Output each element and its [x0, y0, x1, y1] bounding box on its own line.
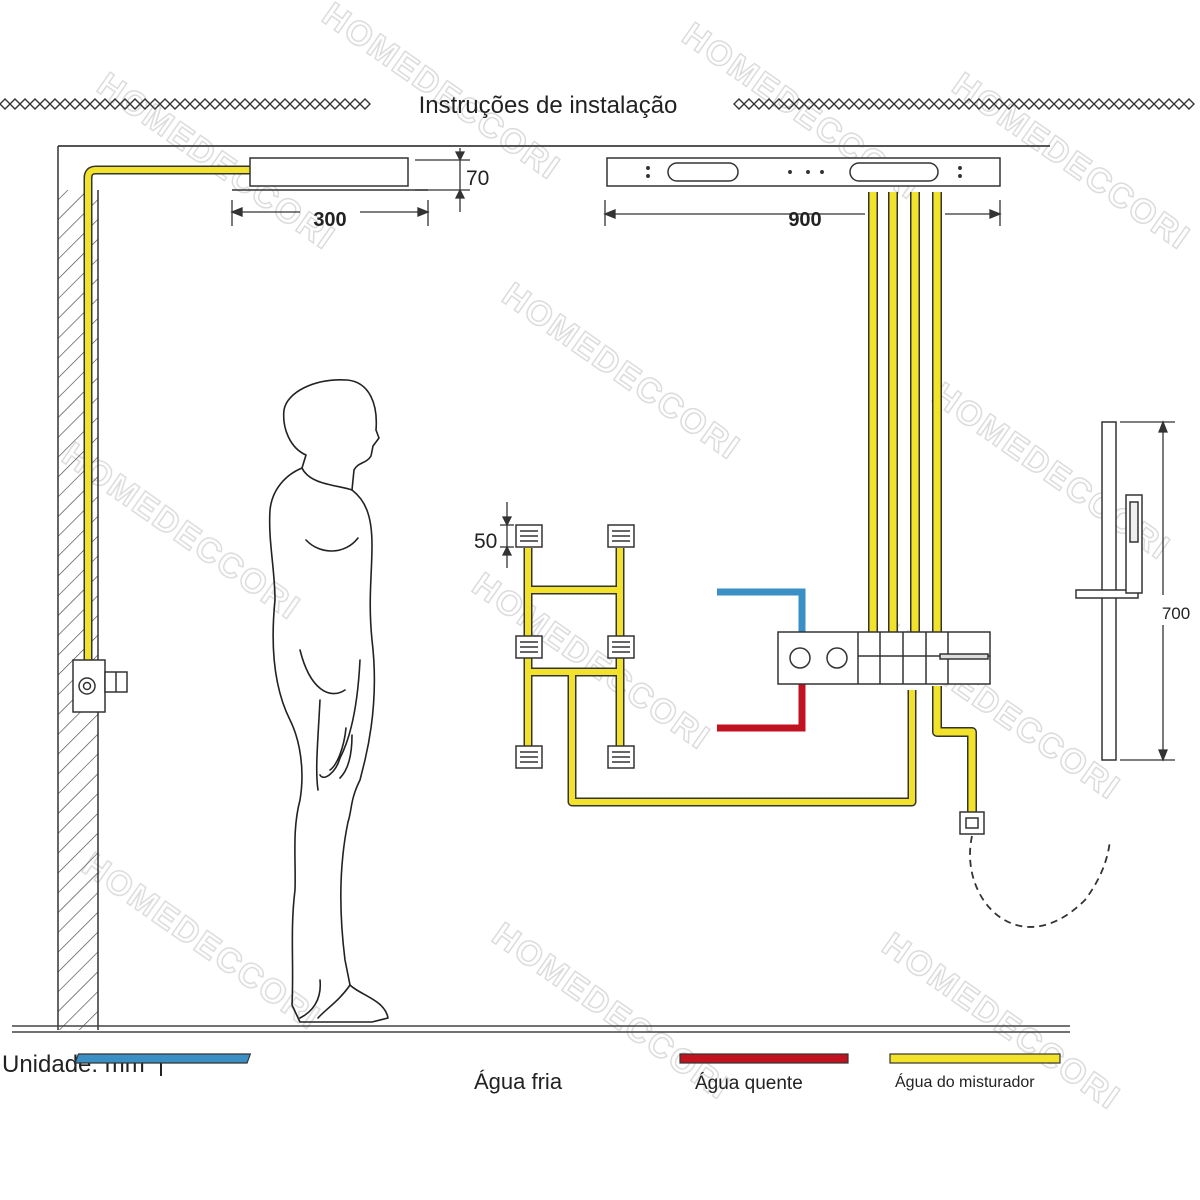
- legend-label-cold: Água fria: [474, 1069, 563, 1094]
- human-figure: [268, 379, 389, 1023]
- dim-50: [500, 502, 514, 568]
- legend-item-cold: Água fria: [74, 1053, 563, 1094]
- legend: Água fria Água quente Água do misturador: [74, 1053, 1061, 1094]
- dim-300: [230, 200, 430, 226]
- rain-panel-small: [232, 157, 428, 191]
- dim-50-label: 50: [474, 530, 497, 553]
- body-jet-nozzle: [607, 524, 635, 548]
- hot-water-pipe: [717, 684, 806, 732]
- dim-700-label: 700: [1162, 604, 1190, 623]
- watermark-text: HOMEDECCORI: [495, 275, 747, 467]
- page-title: Instruções de instalação: [419, 92, 678, 119]
- body-jet-nozzles: [515, 524, 635, 769]
- header-border: [0, 98, 1195, 110]
- mix-pipes-vertical: [868, 192, 942, 640]
- slide-bar: [1075, 421, 1143, 761]
- body-jet-nozzle: [515, 745, 543, 769]
- dim-900-label: 900: [788, 209, 821, 231]
- cold-water-pipe: [717, 588, 806, 634]
- body-jet-nozzle: [515, 635, 543, 659]
- dim-900: [603, 200, 1002, 226]
- wall-outlet: [959, 811, 985, 835]
- mixer-valve: [777, 631, 991, 685]
- ceiling-panel: [606, 157, 1001, 187]
- body-jet-nozzle: [607, 745, 635, 769]
- dim-300-label: 300: [313, 209, 346, 231]
- dim-70: [415, 148, 470, 212]
- shower-hose: [969, 835, 1111, 928]
- watermark-text: HOMEDECCORI: [75, 845, 327, 1037]
- dim-70-label: 70: [466, 167, 489, 190]
- floor-line: [12, 1025, 1070, 1033]
- legend-label-mix: Água do misturador: [895, 1072, 1035, 1091]
- wall-valve: [72, 659, 128, 713]
- dim-700: [1120, 420, 1175, 762]
- body-jet-nozzle: [515, 524, 543, 548]
- body-jet-nozzle: [607, 635, 635, 659]
- mix-pipe-left: [83, 165, 250, 665]
- legend-label-hot: Água quente: [695, 1073, 803, 1094]
- hand-shower-pipe: [932, 686, 977, 812]
- legend-item-mix: Água do misturador: [889, 1053, 1061, 1091]
- legend-item-hot: Água quente: [679, 1053, 849, 1094]
